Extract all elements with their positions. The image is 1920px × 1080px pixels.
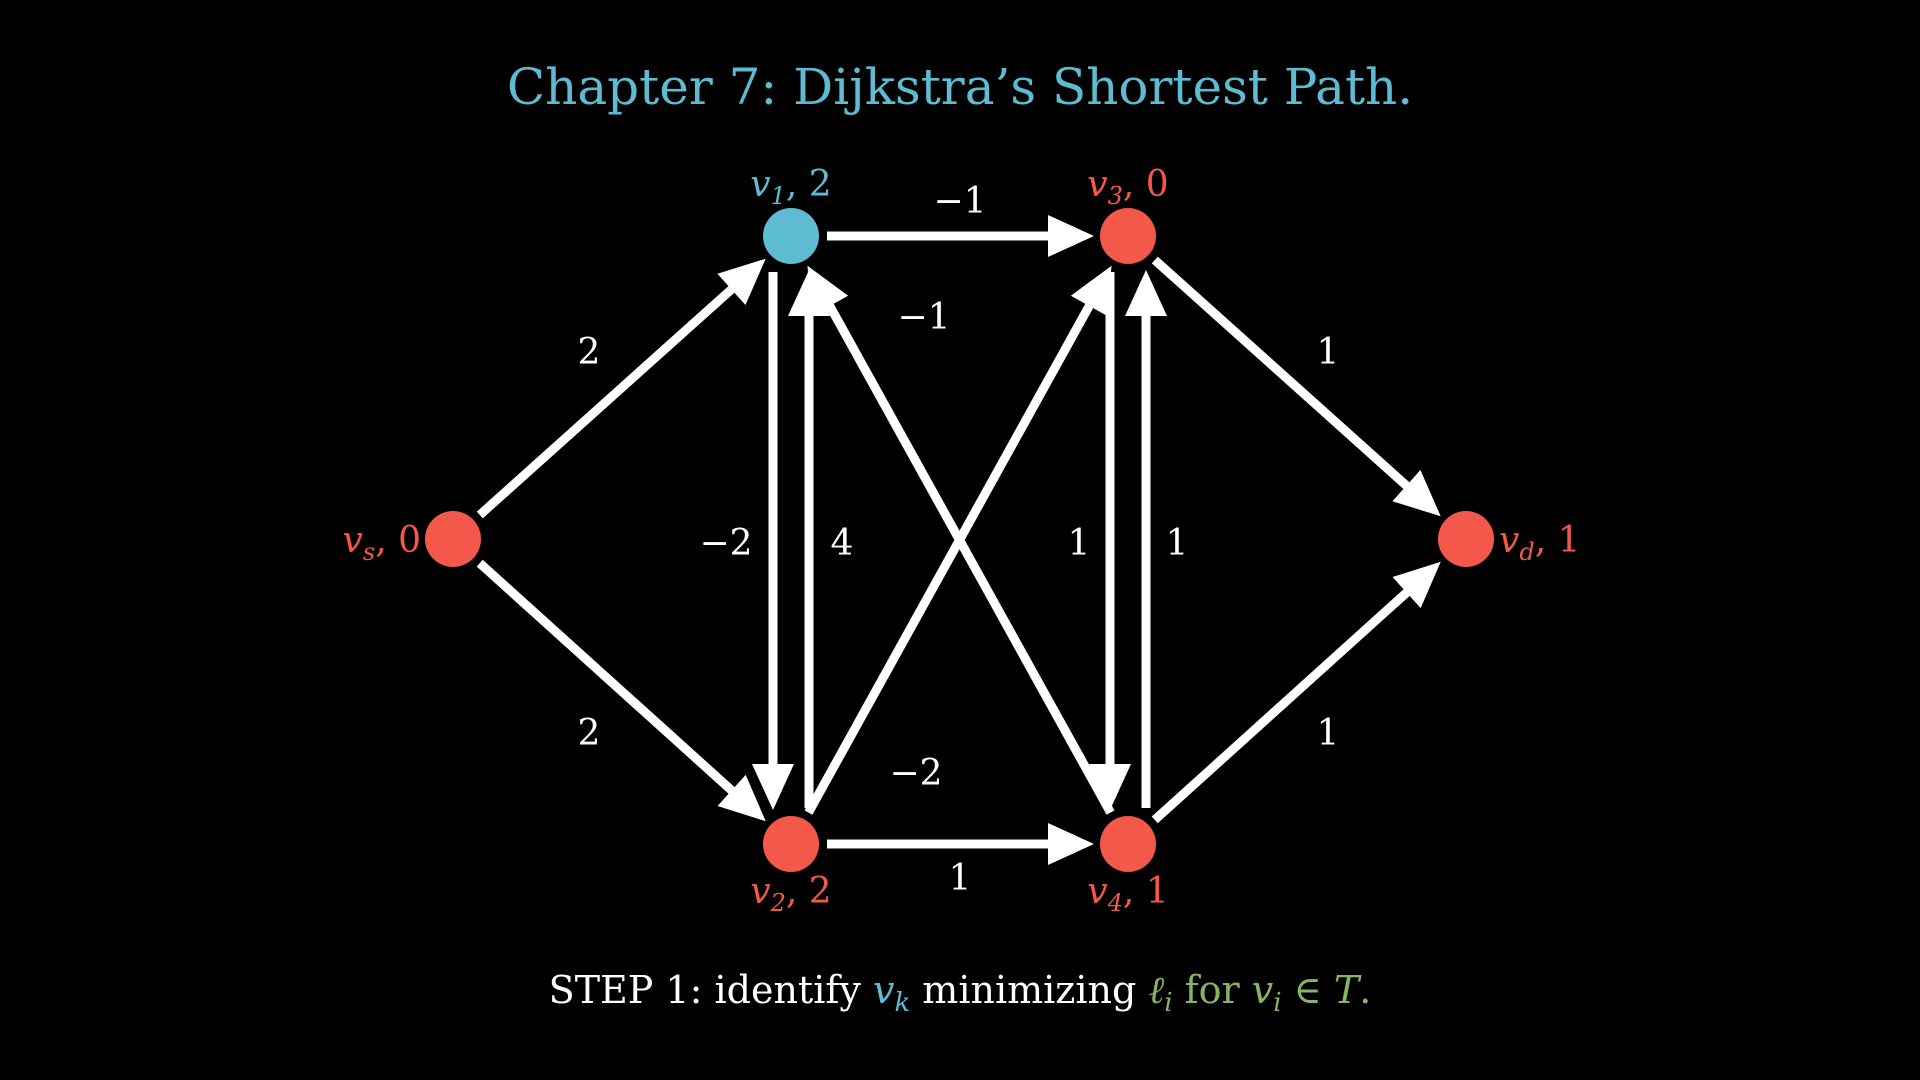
arrowhead-vs-v1 xyxy=(717,258,766,306)
edge-weight-v3-vd: 1 xyxy=(1317,332,1340,373)
node-label-v3: v3, 0 xyxy=(1087,164,1168,210)
arrowhead-v1-v2 xyxy=(752,764,794,810)
edge-vs-v2 xyxy=(476,559,737,796)
node-label-v2: v2, 2 xyxy=(750,871,831,917)
edge-weight-v1-v3: −1 xyxy=(933,181,986,222)
node-v1 xyxy=(763,208,819,264)
page-title: Chapter 7: Dijkstra’s Shortest Path. xyxy=(507,58,1413,116)
caption-prefix: STEP 1: identify xyxy=(549,968,873,1012)
arrowhead-v2-v1 xyxy=(788,270,830,316)
nodes-layer xyxy=(425,208,1494,872)
edge-weight-v4-vd: 1 xyxy=(1317,713,1340,754)
edges-layer xyxy=(476,215,1441,865)
node-labels-layer: vs, 0 v1, 2 v2, 2 v3, 0 v4, 1 vd, 1 xyxy=(343,164,1581,917)
edge-weight-vs-v2: 2 xyxy=(578,713,601,754)
arrowhead-v4-v3 xyxy=(1125,270,1167,316)
edge-weight-v2-v3: −2 xyxy=(889,753,942,794)
node-v4 xyxy=(1100,816,1156,872)
node-vs xyxy=(425,511,481,567)
caption-vk-subscript: k xyxy=(894,988,910,1018)
arrowhead-v2-v4 xyxy=(1048,823,1094,865)
node-v3 xyxy=(1100,208,1156,264)
caption-period: . xyxy=(1359,968,1371,1012)
edge-v3-vd xyxy=(1151,256,1411,491)
node-label-v1: v1, 2 xyxy=(750,164,831,210)
caption-vi: v xyxy=(1252,968,1274,1012)
node-vd xyxy=(1438,511,1494,567)
node-v2 xyxy=(763,816,819,872)
arrowhead-v4-vd xyxy=(1392,561,1441,609)
edge-v2-v3 xyxy=(804,302,1095,815)
edge-labels-layer: 2 2 −1 −1 −2 4 −2 1 1 1 1 1 xyxy=(578,181,1340,899)
step-caption: STEP 1: identify vk minimizing ℓi for vi… xyxy=(549,968,1372,1018)
edge-v4-vd xyxy=(1151,587,1412,824)
node-label-vd: vd, 1 xyxy=(1499,520,1581,566)
edge-vs-v1 xyxy=(476,284,736,519)
edge-weight-v2-v1: 4 xyxy=(831,523,854,564)
edge-weight-v4-v1: −1 xyxy=(897,297,950,338)
edge-v4-v1 xyxy=(824,302,1115,815)
arrowhead-v1-v3 xyxy=(1048,215,1094,257)
caption-li-subscript: i xyxy=(1164,988,1172,1018)
node-label-vs: vs, 0 xyxy=(343,520,421,566)
edge-weight-v3-v4: 1 xyxy=(1068,523,1091,564)
caption-element-of: ∈ xyxy=(1282,968,1334,1012)
node-label-v4: v4, 1 xyxy=(1087,871,1168,917)
caption-vi-subscript: i xyxy=(1273,988,1281,1018)
edge-weight-v4-v3: 1 xyxy=(1166,523,1189,564)
edge-weight-vs-v1: 2 xyxy=(578,332,601,373)
arrowhead-v3-vd xyxy=(1392,469,1441,517)
edge-weight-v1-v2: −2 xyxy=(699,523,752,564)
caption-for: for xyxy=(1173,968,1252,1012)
caption-set-t: T xyxy=(1334,968,1362,1012)
caption-vk: v xyxy=(873,968,895,1012)
arrowhead-v2-v3 xyxy=(1070,265,1112,317)
caption-middle: minimizing xyxy=(910,968,1148,1012)
arrowhead-vs-v2 xyxy=(717,774,766,822)
edge-weight-v2-v4: 1 xyxy=(949,858,972,899)
caption-li: ℓ xyxy=(1148,968,1164,1012)
arrowhead-v3-v4 xyxy=(1089,764,1131,810)
